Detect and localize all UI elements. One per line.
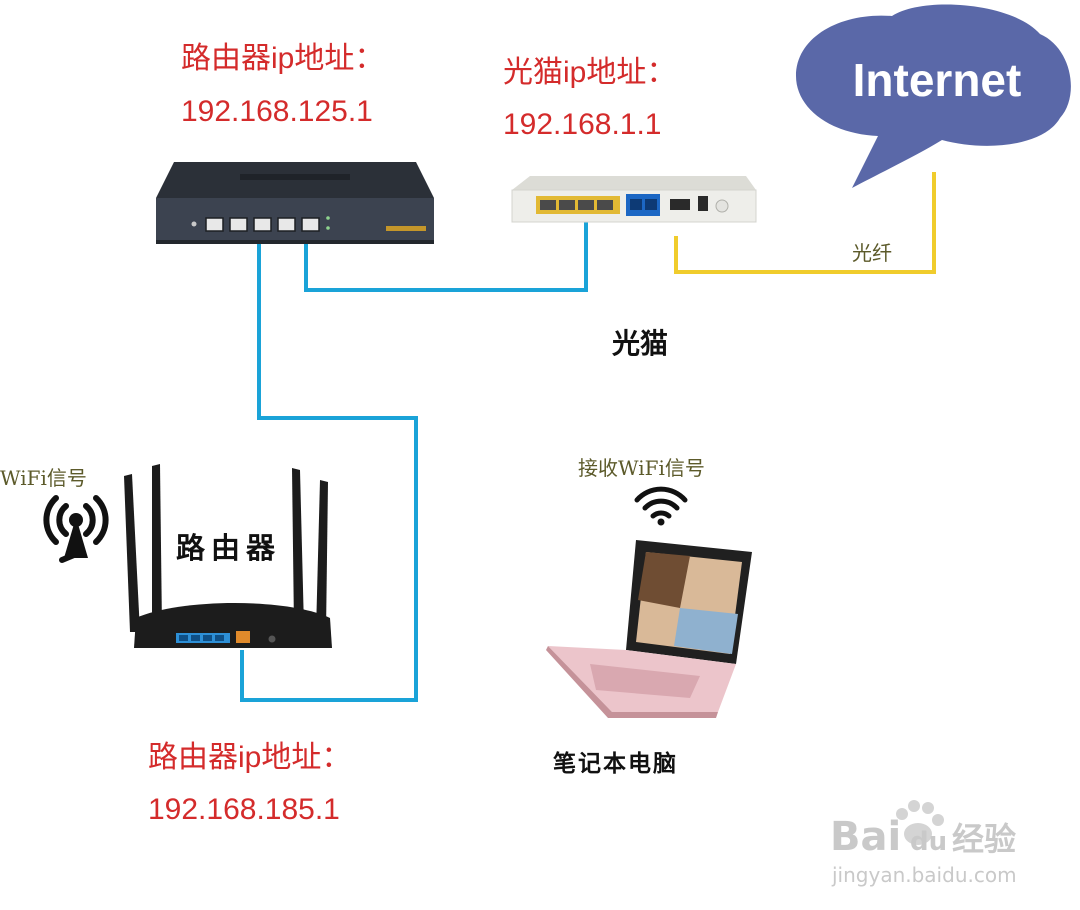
wifi-signal-label: WiFi信号 (0, 466, 87, 490)
cable-router-to-wifi-router (240, 240, 418, 702)
watermark-brand-du: du (910, 827, 947, 857)
modem-ip-value: 192.168.1.1 (503, 108, 661, 141)
router-name-label: 路由器 (176, 531, 281, 565)
signal-tower-mast (64, 513, 88, 558)
top-router-ip-value: 192.168.125.1 (181, 95, 373, 128)
wifi-router-device (124, 464, 332, 648)
watermark-url: jingyan.baidu.com (831, 863, 1017, 887)
laptop-name-label: 笔记本电脑 (553, 750, 678, 777)
wired-router-device (156, 162, 434, 244)
watermark-brand-bai: Bai (830, 814, 901, 860)
fiber-label: 光纤 (852, 241, 892, 265)
internet-label: Internet (853, 54, 1022, 106)
watermark-brand-jingyan: 经验 (952, 820, 1016, 858)
bottom-router-ip-label: 路由器ip地址： (148, 741, 351, 774)
paw-icon (896, 800, 944, 845)
optical-modem-device (511, 176, 757, 223)
modem-ip-label: 光猫ip地址： (503, 56, 676, 89)
wifi-icon-dot (657, 518, 665, 526)
top-router-ip-label: 路由器ip地址： (181, 42, 384, 75)
bottom-router-ip-value: 192.168.185.1 (148, 793, 340, 826)
modem-name-label: 光猫 (611, 327, 668, 360)
wifi-icon (634, 486, 688, 519)
cloud-icon: Internet (796, 4, 1071, 189)
receive-wifi-label: 接收WiFi信号 (578, 456, 705, 480)
fiber-cable (674, 172, 936, 274)
cable-router-to-modem (304, 220, 588, 292)
ethernet-cables (240, 220, 588, 702)
laptop-device (546, 540, 752, 718)
